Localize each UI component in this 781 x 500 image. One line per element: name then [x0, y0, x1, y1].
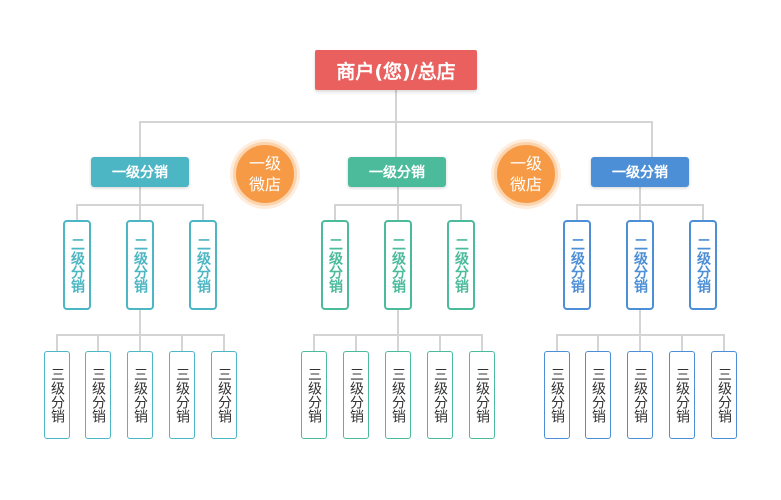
connector-b2-l2: [334, 187, 462, 220]
level3-node: 三级分销: [169, 351, 195, 439]
level1-node-3: 一级分销: [591, 157, 689, 187]
level3-node: 三级分销: [127, 351, 153, 439]
level3-node: 三级分销: [385, 351, 411, 439]
level3-node: 三级分销: [669, 351, 695, 439]
level2-node: 二级分销: [626, 220, 654, 310]
connector-b3-l2: [576, 187, 704, 220]
level3-node: 三级分销: [711, 351, 737, 439]
level3-node: 三级分销: [343, 351, 369, 439]
level2-node: 二级分销: [63, 220, 91, 310]
root-node-merchant: 商户(您)/总店: [315, 50, 477, 90]
level3-node: 三级分销: [211, 351, 237, 439]
level2-node: 二级分销: [321, 220, 349, 310]
connector-b2-l3: [313, 310, 483, 351]
level3-node: 三级分销: [44, 351, 70, 439]
level1-node-1: 一级分销: [91, 157, 189, 187]
connector-b3-l3: [556, 310, 725, 351]
level1-node-2: 一级分销: [348, 157, 446, 187]
level3-node: 三级分销: [627, 351, 653, 439]
level3-node: 三级分销: [544, 351, 570, 439]
level3-node: 三级分销: [301, 351, 327, 439]
level3-node: 三级分销: [585, 351, 611, 439]
level2-node: 二级分销: [563, 220, 591, 310]
level2-node: 二级分销: [126, 220, 154, 310]
level2-node: 二级分销: [447, 220, 475, 310]
connector-b1-l3: [56, 310, 225, 351]
connector-b1-l2: [76, 187, 204, 220]
shop-node-1: 一级 微店: [233, 142, 297, 206]
shop-node-2: 一级 微店: [494, 142, 558, 206]
level2-node: 二级分销: [384, 220, 412, 310]
level3-node: 三级分销: [427, 351, 453, 439]
level2-node: 二级分销: [689, 220, 717, 310]
level2-node: 二级分销: [189, 220, 217, 310]
level3-node: 三级分销: [85, 351, 111, 439]
level3-node: 三级分销: [469, 351, 495, 439]
